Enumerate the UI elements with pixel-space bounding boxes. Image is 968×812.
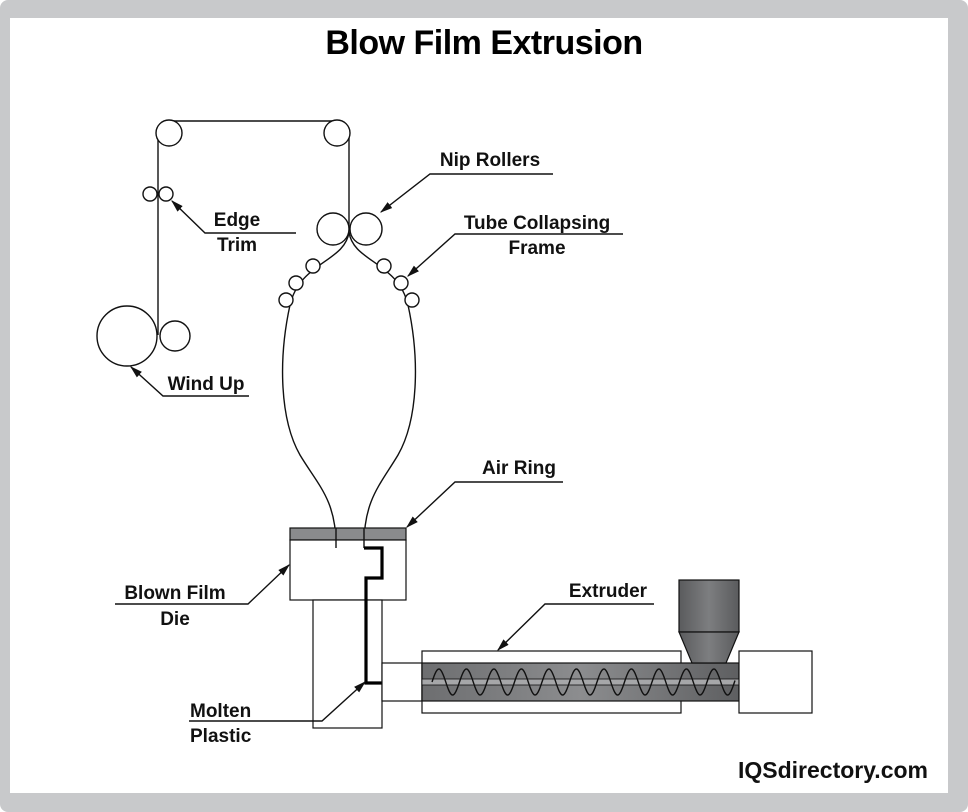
- label-molten-plastic-line1: Molten: [190, 701, 251, 722]
- blown-film-die: [289, 539, 407, 601]
- label-edge-trim-line1: Edge: [214, 210, 260, 231]
- drive-motor-box: [738, 650, 813, 714]
- label-edge-trim-line2: Trim: [217, 235, 257, 256]
- label-nip-rollers: Nip Rollers: [440, 150, 540, 171]
- leader-lines: [115, 173, 654, 722]
- die-stem: [312, 599, 383, 729]
- label-blown-film-die-line2: Die: [160, 609, 190, 630]
- label-tube-collapsing-line2: Frame: [508, 238, 565, 259]
- label-tube-collapsing-line1: Tube Collapsing: [464, 213, 610, 234]
- label-wind-up: Wind Up: [168, 374, 245, 395]
- top-left-guide-roller: [155, 119, 183, 147]
- film-web-path: [155, 119, 351, 335]
- wind-up-pressure-roller: [159, 320, 191, 352]
- nip-rollers: [316, 212, 383, 246]
- edge-trim-rollers: [142, 186, 174, 202]
- top-right-guide-roller: [323, 119, 351, 147]
- screw-shaft: [421, 678, 740, 686]
- tube-collapsing-frame-rollers: [278, 258, 420, 308]
- label-extruder: Extruder: [569, 581, 648, 602]
- molten-plastic-path: [364, 546, 422, 685]
- label-air-ring: Air Ring: [482, 458, 556, 479]
- adapter-pipe: [381, 662, 423, 702]
- label-blown-film-die-line1: Blown Film: [124, 583, 225, 604]
- screw-flights: [431, 668, 736, 696]
- diagram-title: Blow Film Extrusion: [325, 24, 643, 62]
- label-molten-plastic-line2: Plastic: [190, 726, 252, 747]
- wind-up-roll: [96, 305, 158, 367]
- brand-watermark: IQSdirectory.com: [738, 757, 928, 783]
- air-ring: [289, 527, 407, 541]
- hopper: [678, 579, 740, 664]
- wind-up-rollers: [96, 305, 191, 367]
